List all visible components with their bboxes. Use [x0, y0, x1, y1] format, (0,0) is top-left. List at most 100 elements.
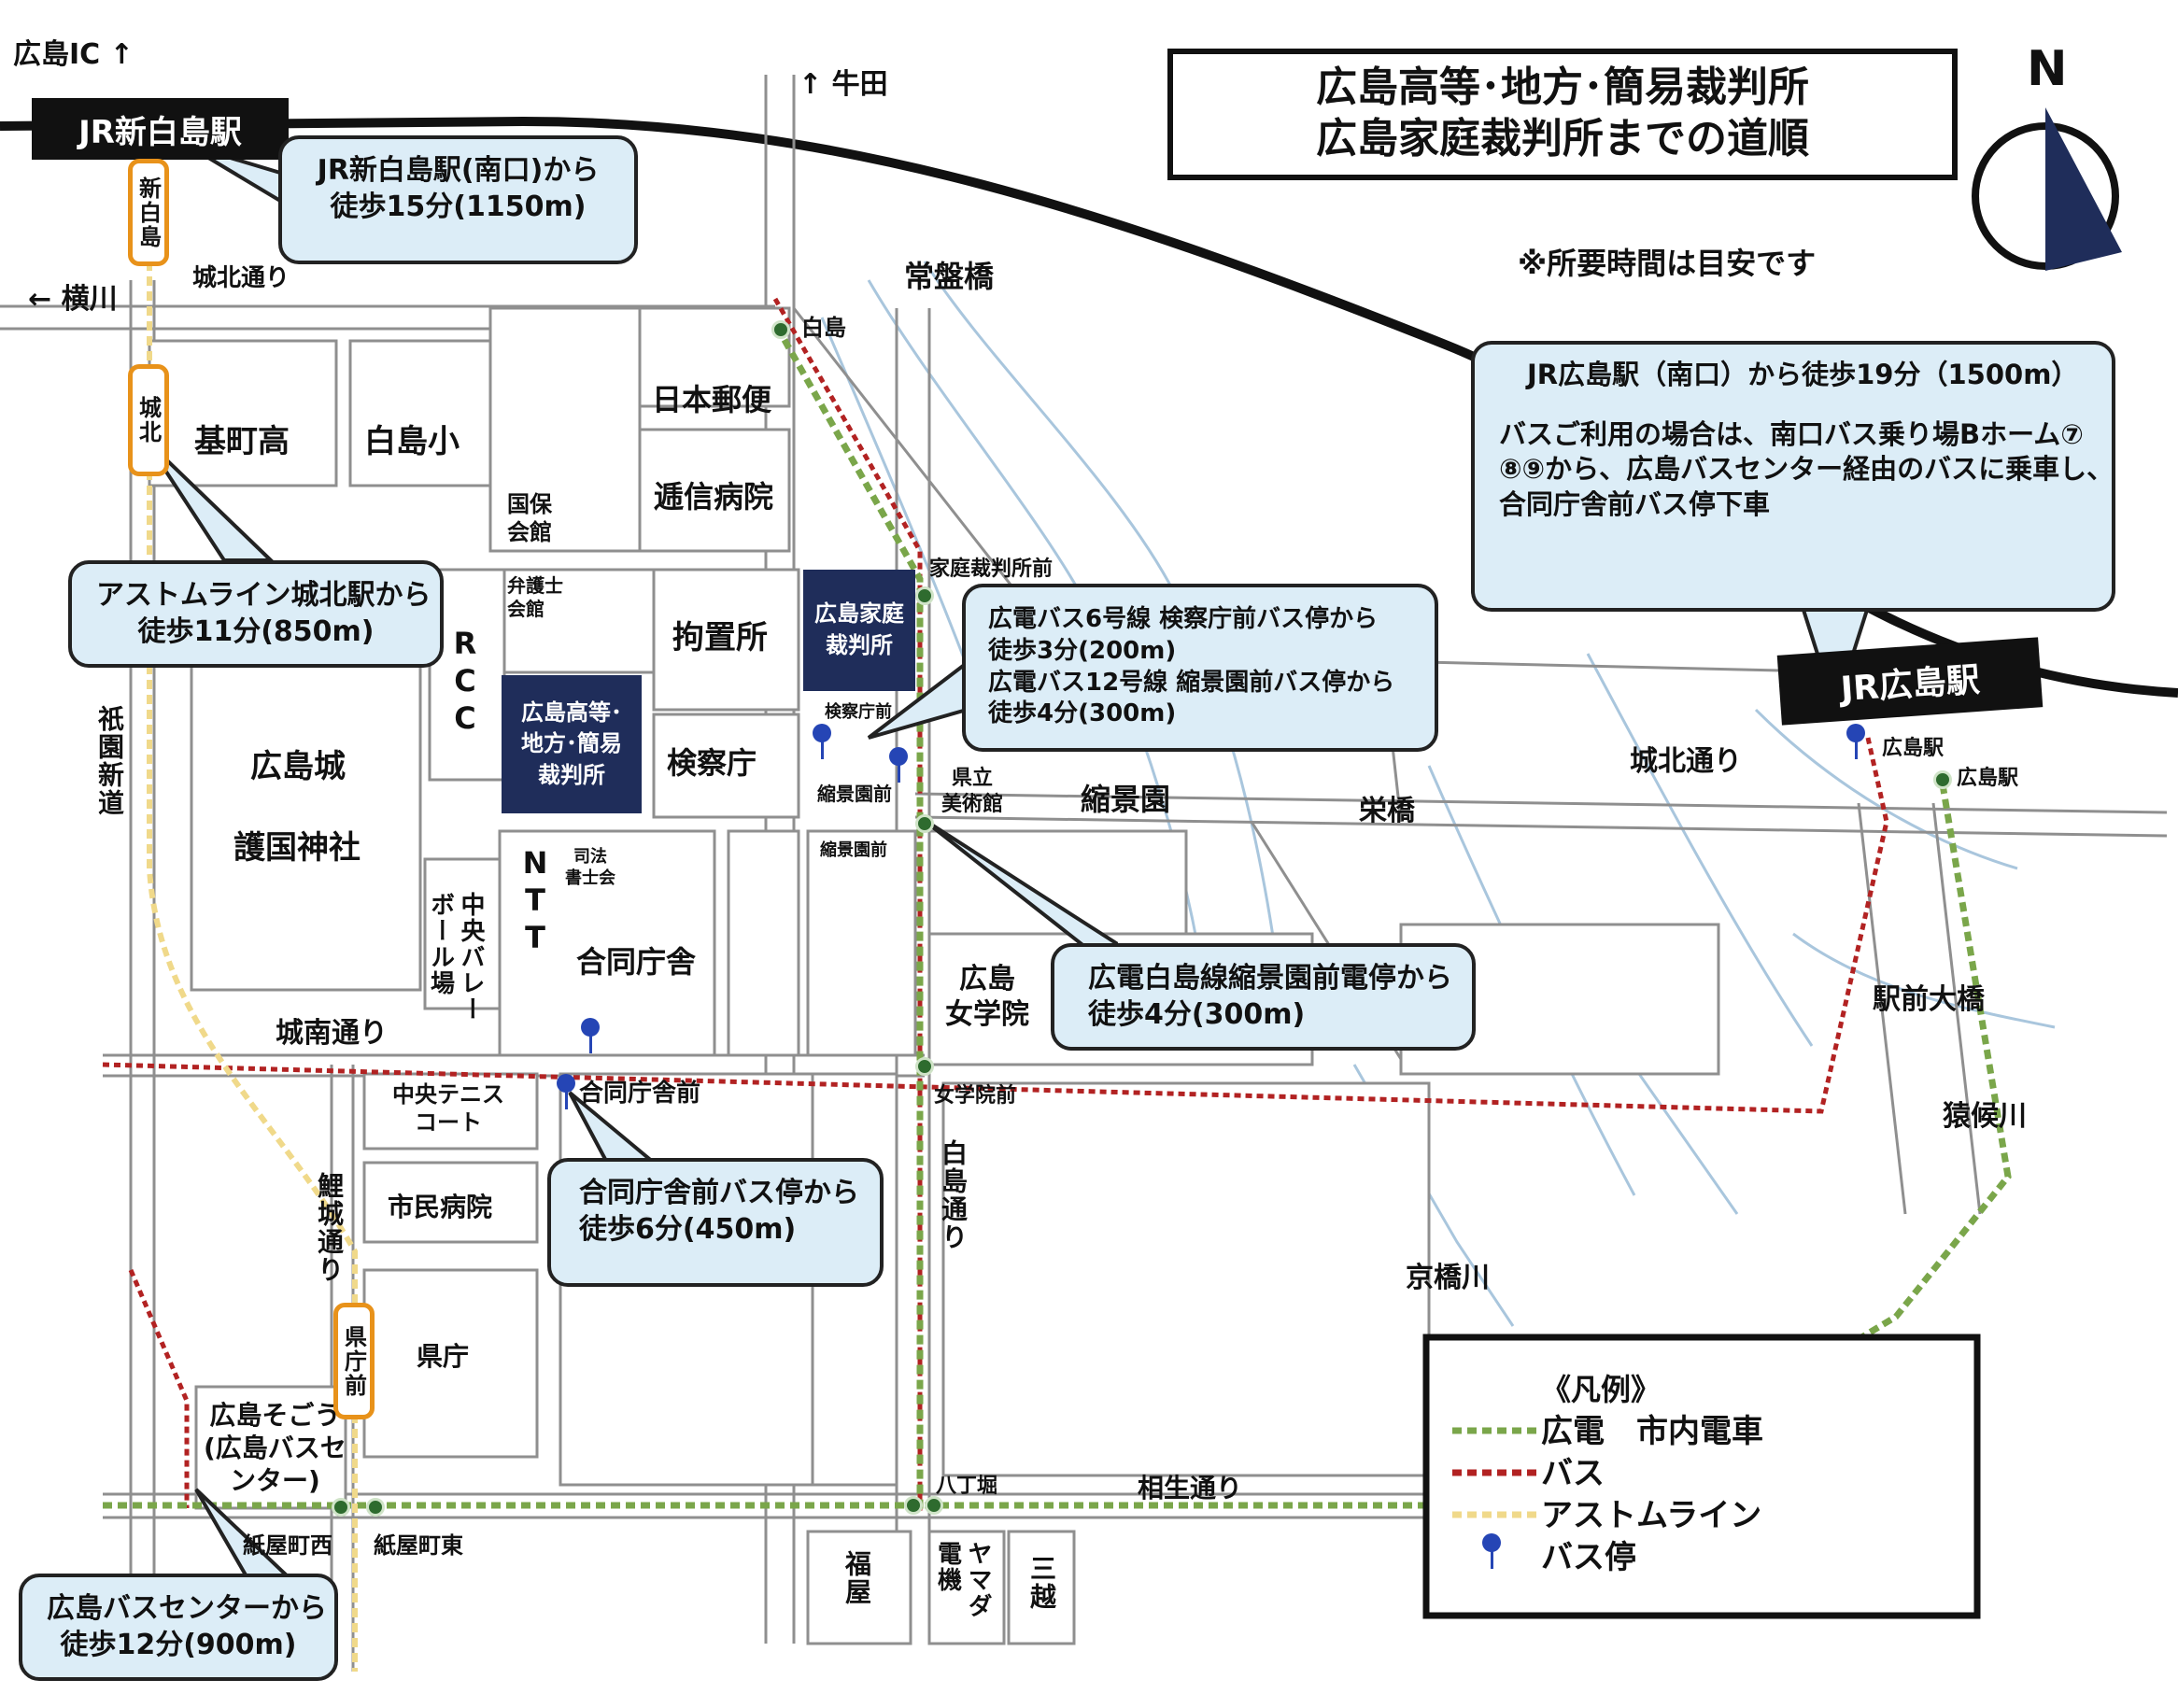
tram-stop-jogakuin-icon	[915, 1057, 934, 1076]
label-sakaebashi: 栄橋	[1359, 795, 1415, 827]
label-gokoku-shrine: 護国神社	[233, 829, 361, 867]
label-hiroshima-ic: 広島IC ↑	[13, 38, 134, 71]
label-shukkeien: 縮景園	[1081, 782, 1171, 817]
label-chuo-tennis: 中央テニス コート	[392, 1080, 504, 1136]
title-box	[1167, 49, 1958, 180]
callout-hiroshima-line: JR広島駅（南口）から徒歩19分（1500m）	[1527, 359, 2079, 390]
label-shimin-hospital: 市民病院	[388, 1192, 493, 1222]
label-kasai-mae: 家庭裁判所前	[929, 558, 1054, 581]
label-ntt: NTT	[517, 845, 553, 957]
label-nihon-yubin: 日本郵便	[652, 382, 772, 417]
title-line-2: 広島家庭裁判所までの道順	[1316, 115, 1809, 162]
callout-godo-line: 徒歩6分(450m)	[579, 1213, 797, 1246]
hiroshima-family-court: 広島家庭 裁判所	[803, 570, 915, 691]
callout-bus-center: 広島バスセンターから 徒歩12分(900m)	[19, 1574, 338, 1681]
label-museum-line: 県立	[952, 767, 994, 790]
court-high-line-1: 広島高等･	[521, 699, 622, 726]
callout-godo-bus: 合同庁舎前バス停から 徒歩6分(450m)	[547, 1158, 884, 1287]
tram-stop-kamiyacho-higashi-icon	[366, 1498, 385, 1517]
label-kenritsu-museum: 県立 美術館	[941, 766, 1003, 817]
label-godochosha: 合同庁舎	[576, 944, 697, 980]
label-godo-mae: 合同庁舎前	[579, 1080, 701, 1108]
label-shukkeien-mae-bus: 縮景園前	[817, 783, 892, 805]
label-yokogawa: ← 横川	[28, 283, 118, 316]
callout-astram: アストムライン城北駅から 徒歩11分(850m)	[68, 560, 444, 668]
callout-bus-line: 広電バス12号線 縮景園前バス停から	[988, 668, 1395, 697]
compass	[1972, 107, 2122, 271]
callout-shinhakushima-line: JR新白島駅(南口)から	[317, 154, 600, 187]
tram-stop-hacchobori-icon	[904, 1496, 923, 1515]
callout-astram-line: アストムライン城北駅から	[96, 579, 431, 612]
legend-box	[1422, 1334, 1981, 1619]
bus-stop-shukkeien-icon	[887, 747, 912, 784]
label-teishin-hospital: 逓信病院	[654, 479, 774, 515]
label-tennis-line: コート	[415, 1109, 482, 1136]
tram-stop-kamiyacho-nishi-icon	[332, 1498, 350, 1517]
callout-bus-line: 広電バス6号線 検察庁前バス停から	[988, 605, 1379, 633]
bus-stop-godo-icon	[579, 1018, 603, 1055]
legend-title: 《凡例》	[1541, 1372, 1662, 1407]
label-shiho-line: 司法	[573, 847, 607, 867]
label-ushita: ↑ 牛田	[799, 68, 888, 101]
hiroshima-high-district-summary-court: 広島高等･ 地方･簡易 裁判所	[502, 675, 642, 813]
label-aioi-dori: 相生通り	[1138, 1473, 1243, 1503]
bus-stop-godo-mae-icon	[555, 1074, 579, 1111]
label-jogakuin-line: 広島	[959, 963, 1015, 995]
astram-station-kenchomae: 県庁前	[333, 1303, 375, 1419]
label-tokiwabashi: 常盤橋	[904, 259, 995, 294]
tram-lines	[103, 325, 2012, 1513]
callout-astram-line: 徒歩11分(850m)	[137, 615, 375, 648]
label-mitsukoshi: 三越	[1026, 1555, 1057, 1611]
tram-stop-shukkeien-icon	[915, 814, 934, 833]
label-hiroshima-castle: 広島城	[250, 748, 346, 785]
label-hiroshima-jogakuin: 広島 女学院	[945, 962, 1029, 1032]
callout-tram-line: 広電白島線縮景園前電停から	[1088, 962, 1452, 995]
label-kyobashi-river: 京橋川	[1406, 1262, 1490, 1294]
callout-shinhakushima: JR新白島駅(南口)から 徒歩15分(1150m)	[278, 135, 638, 264]
label-hakushima-dori: 白島通り	[938, 1139, 969, 1251]
label-shukkeien-mae-tram: 縮景園前	[820, 840, 887, 860]
legend-item-tram: 広電 市内電車	[1541, 1413, 1763, 1450]
label-hacchobori: 八丁堀	[936, 1475, 998, 1498]
label-tennis-line: 中央テニス	[392, 1081, 504, 1108]
tram-stop-hakushima-icon	[771, 320, 790, 339]
bus-stop-kensatsu-icon	[811, 724, 835, 761]
bus-stop-hiroshima-eki-icon	[1845, 724, 1869, 761]
label-kamiyacho-higashi: 紙屋町東	[374, 1532, 463, 1559]
label-kokuho-line: 会館	[507, 519, 552, 545]
callout-godo-line: 合同庁舎前バス停から	[579, 1177, 859, 1209]
label-kensatsucho: 検察庁	[667, 745, 757, 781]
label-rijo-dori: 鯉城通り	[314, 1172, 345, 1284]
callout-tram-stop: 広電白島線縮景園前電停から 徒歩4分(300m)	[1051, 943, 1476, 1051]
astram-line	[147, 112, 358, 1672]
label-kokuho-kaikan: 国保 会館	[507, 490, 552, 546]
label-sogo-line: (広島バスセ	[204, 1433, 346, 1463]
label-gion-shindo: 祇園新道	[94, 705, 125, 817]
tram-stop-hiroshima-eki-icon	[1933, 770, 1952, 789]
jr-railway-line	[0, 116, 2178, 698]
label-hiroshima-eki-tram: 広島駅	[1957, 767, 2019, 790]
callout-hiroshima-station: JR広島駅（南口）から徒歩19分（1500m） バスご利用の場合は、南口バス乗り…	[1471, 341, 2115, 612]
label-enkogawa: 猿候川	[1943, 1100, 2027, 1133]
label-bengoshi-kaikan: 弁護士 会館	[507, 574, 563, 621]
label-hiroshima-eki-bus: 広島駅	[1882, 737, 1945, 760]
astram-station-johoku: 城北	[128, 364, 169, 476]
callout-hiroshima-line	[1499, 393, 2087, 417]
label-yamada-denki: ヤマダ電機	[933, 1541, 993, 1619]
callout-buscenter-line: 広島バスセンターから	[47, 1592, 327, 1625]
tram-stop-kasai-icon	[915, 586, 934, 605]
label-sogo-line: ンター)	[230, 1465, 320, 1496]
callout-bus-kensatsu: 広電バス6号線 検察庁前バス停から 徒歩3分(200m) 広電バス12号線 縮景…	[962, 584, 1438, 752]
court-high-line-3: 裁判所	[538, 761, 605, 788]
label-hakushima-stop: 白島	[801, 315, 846, 341]
callout-tram-line: 徒歩4分(300m)	[1088, 998, 1306, 1031]
compass-north-label: N	[2027, 41, 2068, 97]
page-title: 広島高等･地方･簡易裁判所 広島家庭裁判所までの道順	[1170, 62, 1955, 164]
label-hakushima-elementary: 白島小	[364, 423, 460, 460]
label-kochisho: 拘置所	[672, 619, 768, 656]
label-shiho-shoshikai: 司法 書士会	[565, 847, 615, 889]
callout-shinhakushima-line: 徒歩15分(1150m)	[330, 191, 587, 223]
label-museum-line: 美術館	[941, 792, 1004, 816]
label-kokuho-line: 国保	[507, 491, 552, 517]
label-chuo-volleyball: 中央バレーボール場	[426, 892, 486, 1023]
